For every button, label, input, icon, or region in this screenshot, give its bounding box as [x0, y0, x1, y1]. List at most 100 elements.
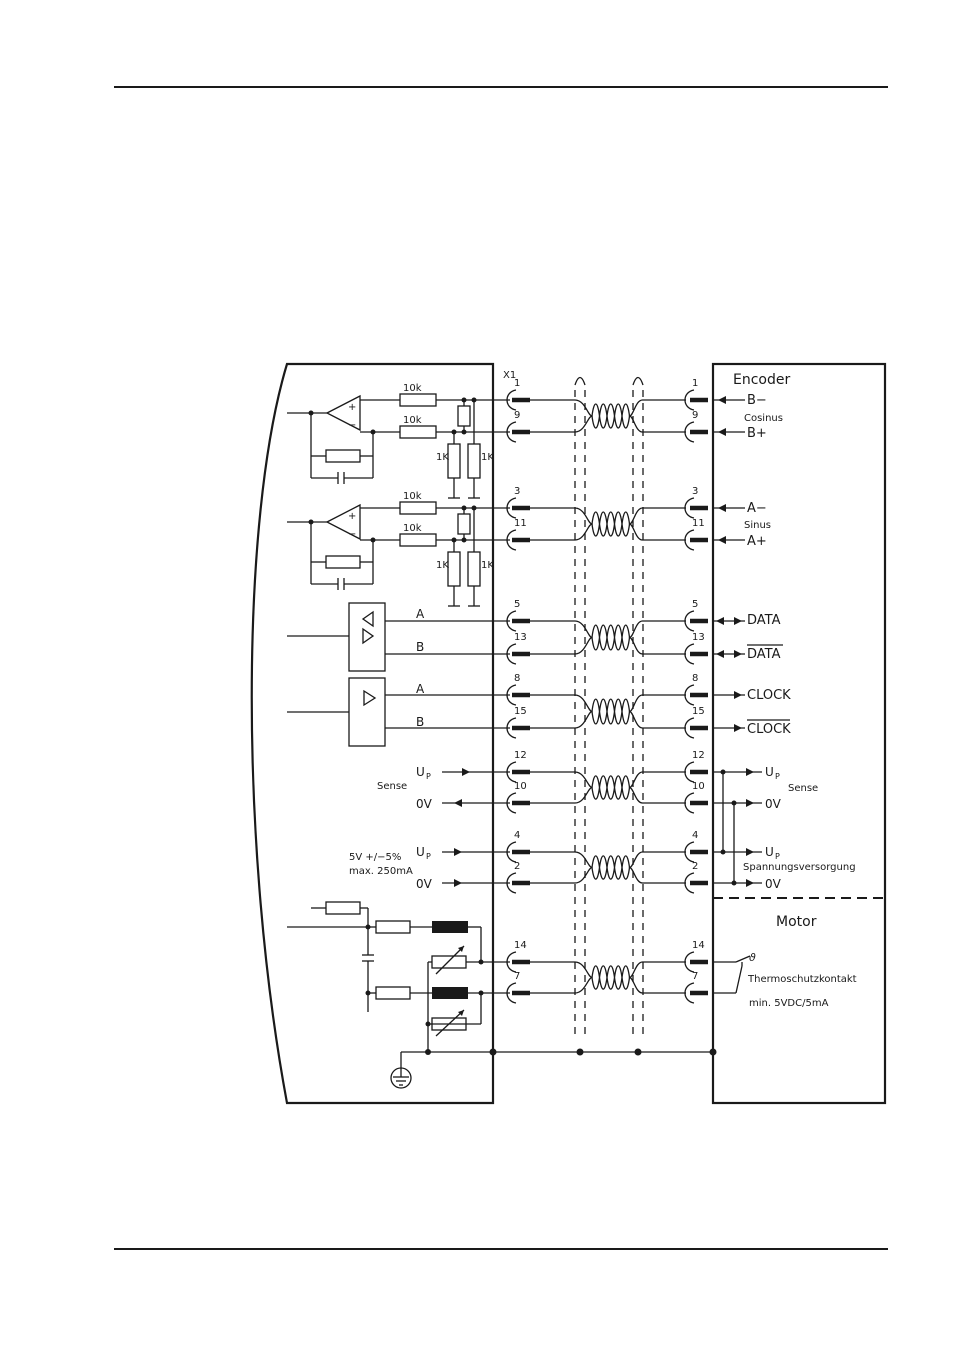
enc-pin-10-number: 10: [692, 781, 705, 792]
ground-icon: [390, 1067, 412, 1089]
motor-title: Motor: [776, 914, 817, 930]
thermal-switch: [713, 955, 751, 994]
x1-pin-13-number: 13: [514, 632, 527, 643]
clock-inv-label: CLOCK: [747, 722, 791, 737]
sense-0v-label: 0V: [416, 797, 433, 811]
encoder-signal-arrows: [713, 396, 745, 732]
enc-supply-0v-label: 0V: [765, 877, 782, 891]
enc-sense-up-label: U: [765, 765, 774, 779]
x1-pin-4-number: 4: [514, 830, 520, 841]
enc-pin-8-number: 8: [692, 673, 698, 684]
x1-pin-12-number: 12: [514, 750, 527, 761]
x1-pin-7-number: 7: [514, 971, 520, 982]
thermal-symbol: ϑ: [749, 951, 756, 964]
x1-pin-11-number: 11: [514, 518, 527, 529]
x1-pin-11-socket: [506, 529, 517, 551]
thermal-label: Thermoschutzkontakt: [747, 974, 857, 985]
svg-text:+: +: [348, 511, 356, 522]
data-inv-label: DATA: [747, 647, 781, 662]
clock-label: CLOCK: [747, 688, 791, 703]
x1-pin-2-socket: [506, 872, 517, 894]
enc-supply-up-sub: P: [775, 852, 780, 861]
shield-ground-bus: [400, 1048, 717, 1068]
data-label: DATA: [747, 613, 781, 628]
cos-r1-label: 10k: [403, 383, 422, 394]
encoder-box-outline: [711, 362, 887, 1105]
sin-neg-label: A−: [747, 501, 767, 516]
thermal-spec: min. 5VDC/5mA: [749, 998, 829, 1009]
x1-pin-12-socket: [506, 761, 517, 783]
enc-supply-up-label: U: [765, 845, 774, 859]
x1-pin-8-socket: [506, 684, 517, 706]
enc-pin-11-number: 11: [692, 518, 705, 529]
twisted-wire: [574, 636, 643, 655]
enc-pin-3-number: 3: [692, 486, 698, 497]
sin-label: Sinus: [744, 520, 771, 531]
x1-pin-3-number: 3: [514, 486, 520, 497]
data-a-label: A: [416, 607, 425, 621]
x1-pin-14-socket: [506, 951, 517, 973]
data-b-label: B: [416, 640, 424, 654]
x1-pin-15-socket: [506, 717, 517, 739]
x1-pin-1-number: 1: [514, 378, 520, 389]
supply-up-sub: P: [426, 852, 431, 861]
sin-r4-label: 1K: [481, 560, 494, 571]
x1-pin-8-number: 8: [514, 673, 520, 684]
twisted-wire: [574, 415, 643, 433]
x1-pin-2-number: 2: [514, 861, 520, 872]
sin-r2-label: 10k: [403, 523, 422, 534]
clock-driver: [287, 677, 510, 747]
sense-supply-arrows: [442, 768, 510, 887]
enc-pin-1-number: 1: [692, 378, 698, 389]
cos-pos-label: B+: [747, 426, 767, 441]
thermal-circuit: [287, 901, 510, 1052]
clock-b-label: B: [416, 715, 424, 729]
drive-box-outline: [250, 362, 495, 1105]
enc-pin-5-number: 5: [692, 599, 698, 610]
encoder-title: Encoder: [733, 372, 790, 388]
x1-pin-15-number: 15: [514, 706, 527, 717]
sin-pos-label: A+: [747, 534, 767, 549]
enc-pin-9-number: 9: [692, 410, 698, 421]
cos-r4-label: 1K: [481, 452, 494, 463]
supply-spec2: max. 250mA: [349, 866, 413, 877]
x1-pin-5-number: 5: [514, 599, 520, 610]
enc-supply-label: Spannungsversorgung: [743, 862, 856, 873]
twisted-wire: [574, 523, 643, 541]
x1-pin-14-number: 14: [514, 940, 527, 951]
cosinus-circuit: + −: [287, 393, 510, 499]
supply-up-label: U: [416, 845, 425, 859]
sense-up-label: U: [416, 765, 425, 779]
x1-pin-9-socket: [506, 421, 517, 443]
twisted-wire: [574, 710, 643, 729]
enc-pin-2-number: 2: [692, 861, 698, 872]
enc-pin-13-number: 13: [692, 632, 705, 643]
encoder-supply-wiring: [713, 768, 762, 887]
svg-text:−: −: [348, 420, 356, 431]
supply-spec1: 5V +/−5%: [349, 852, 401, 863]
sinus-circuit: + −: [287, 501, 510, 607]
twisted-wire: [574, 866, 643, 884]
x1-pin-13-socket: [506, 643, 517, 665]
x1-pin-9-number: 9: [514, 410, 520, 421]
sin-r1-label: 10k: [403, 491, 422, 502]
enc-pin-15-number: 15: [692, 706, 705, 717]
x1-pin-10-socket: [506, 792, 517, 814]
x1-pin-3-socket: [506, 497, 517, 519]
cos-r2-label: 10k: [403, 415, 422, 426]
enc-pin-4-number: 4: [692, 830, 698, 841]
enc-sense-0v-label: 0V: [765, 797, 782, 811]
sin-r3-label: 1K: [436, 560, 449, 571]
enc-pin-12-number: 12: [692, 750, 705, 761]
enc-pin-7-number: 7: [692, 971, 698, 982]
clock-a-label: A: [416, 682, 425, 696]
enc-sense-label: Sense: [788, 783, 818, 794]
svg-text:−: −: [348, 529, 356, 540]
cos-neg-label: B−: [747, 393, 767, 408]
enc-pin-14-number: 14: [692, 940, 705, 951]
sense-up-sub: P: [426, 772, 431, 781]
sense-left-label: Sense: [377, 781, 407, 792]
x1-pin-7-socket: [506, 982, 517, 1004]
